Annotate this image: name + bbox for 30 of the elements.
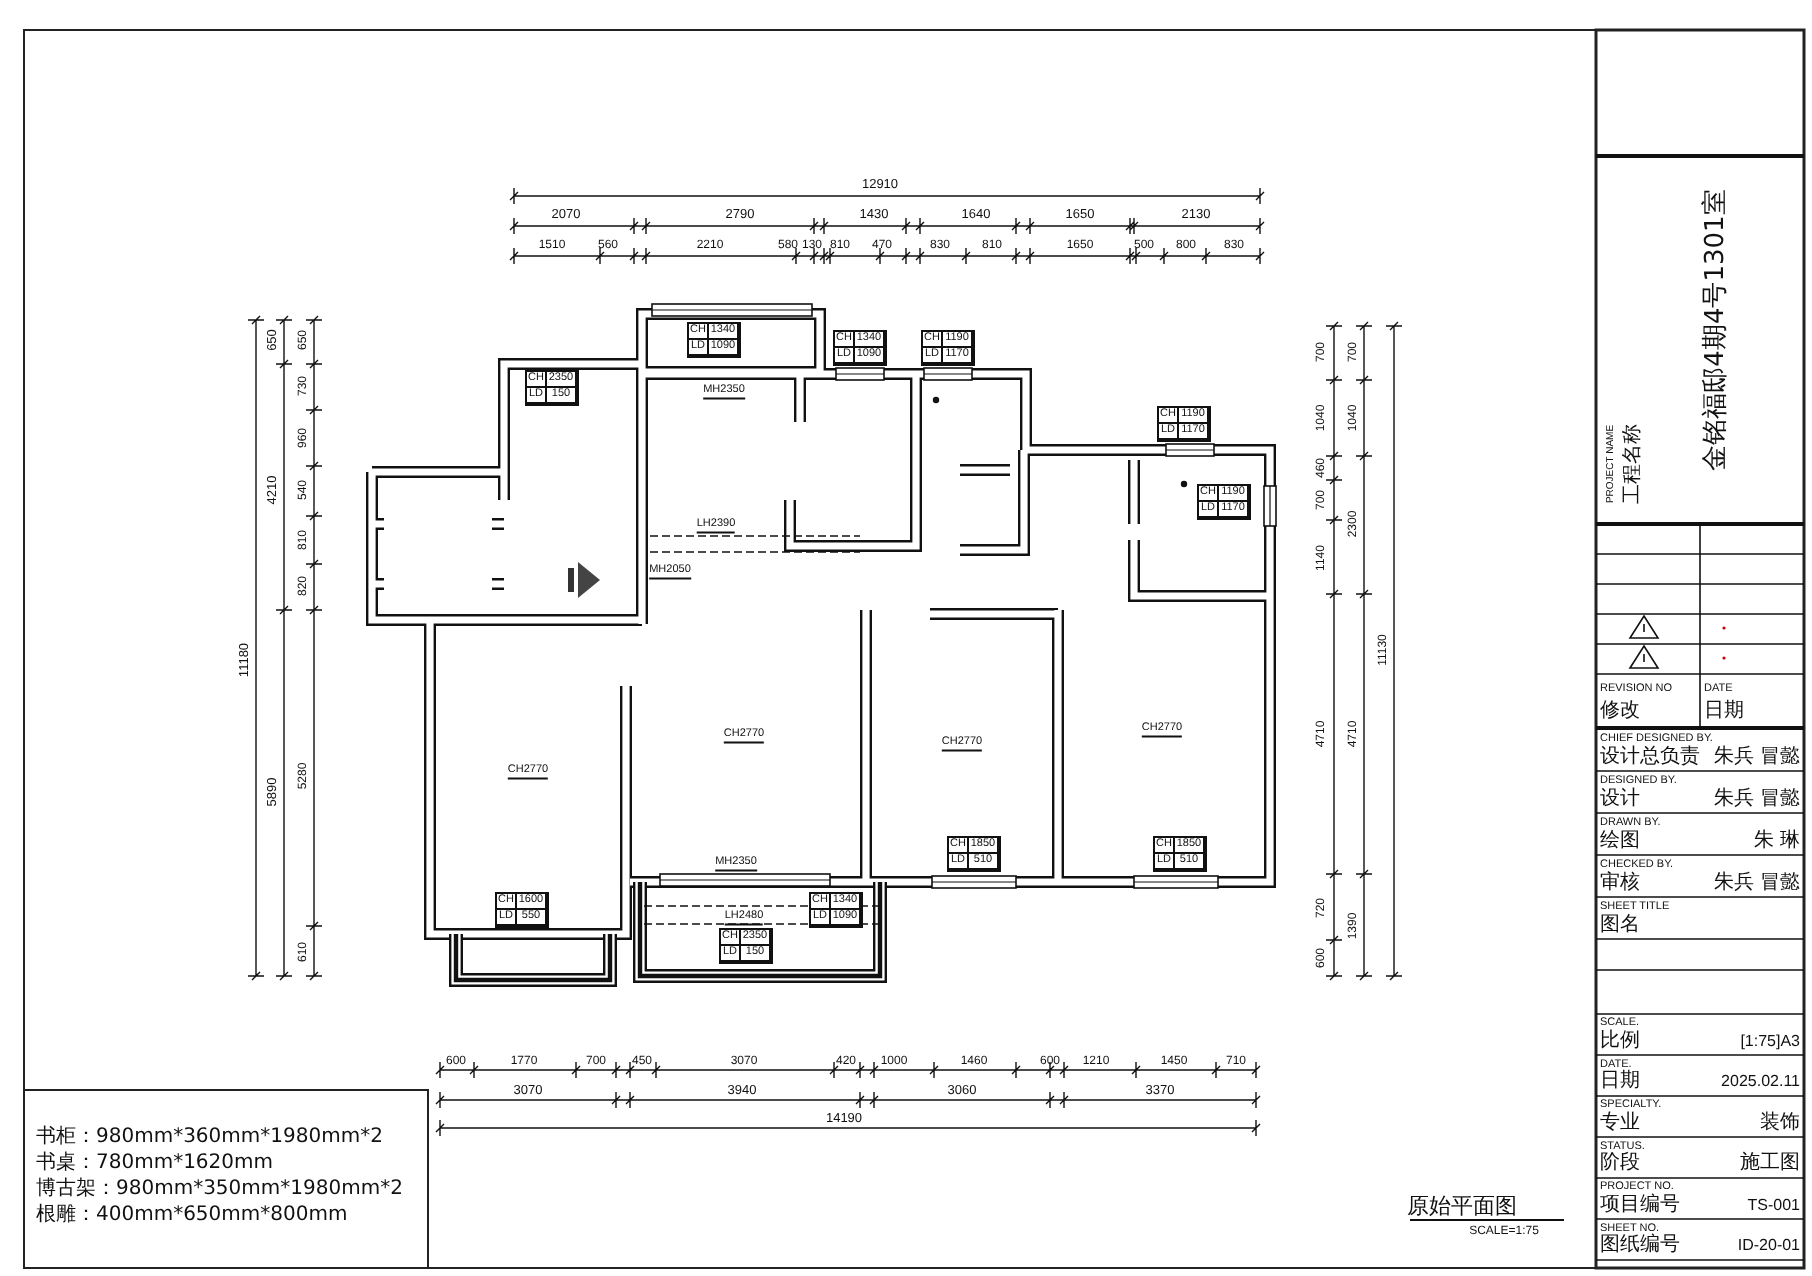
field-value: 朱兵 冒懿 bbox=[1713, 747, 1800, 767]
field-value: 朱 琳 bbox=[1753, 831, 1800, 851]
field-label: 绘图 bbox=[1600, 831, 1640, 851]
field-value: 2025.02.11 bbox=[1721, 1074, 1800, 1090]
field-label: 日期 bbox=[1704, 702, 1744, 722]
field-value: 朱兵 冒懿 bbox=[1713, 873, 1800, 893]
furniture-note: 根雕：400mm*650mm*800mm bbox=[36, 1206, 348, 1226]
furniture-note: 书柜：980mm*360mm*1980mm*2 bbox=[36, 1128, 383, 1148]
project-name: 金铭福邸4期4号1301室 bbox=[1703, 189, 1729, 471]
field-label: 审核 bbox=[1600, 873, 1640, 893]
field-label: 项目编号 bbox=[1600, 1195, 1680, 1215]
furniture-note: 书桌：780mm*1620mm bbox=[36, 1154, 274, 1174]
field-value: 装饰 bbox=[1760, 1113, 1800, 1133]
field-value: ID-20-01 bbox=[1737, 1238, 1800, 1254]
field-label: 图名 bbox=[1600, 915, 1640, 935]
field-label: 设计 bbox=[1600, 789, 1640, 809]
field-label: 图纸编号 bbox=[1600, 1236, 1680, 1256]
field-label: 工程名称 bbox=[1624, 424, 1644, 504]
field-value: [1:75]A3 bbox=[1740, 1033, 1800, 1049]
field-label: 修改 bbox=[1600, 702, 1640, 722]
field-label: 比例 bbox=[1600, 1031, 1640, 1051]
field-label: 日期 bbox=[1600, 1072, 1640, 1092]
field-value: 施工图 bbox=[1740, 1154, 1800, 1174]
field-label: 设计总负责 bbox=[1600, 747, 1700, 767]
furniture-note: 博古架：980mm*350mm*1980mm*2 bbox=[36, 1180, 403, 1200]
field-value: 朱兵 冒懿 bbox=[1713, 789, 1800, 809]
field-label: 专业 bbox=[1600, 1113, 1640, 1133]
drawing-title: 原始平面图 bbox=[1407, 1195, 1517, 1217]
field-label: 阶段 bbox=[1600, 1154, 1640, 1174]
field-value: TS-001 bbox=[1747, 1197, 1800, 1213]
